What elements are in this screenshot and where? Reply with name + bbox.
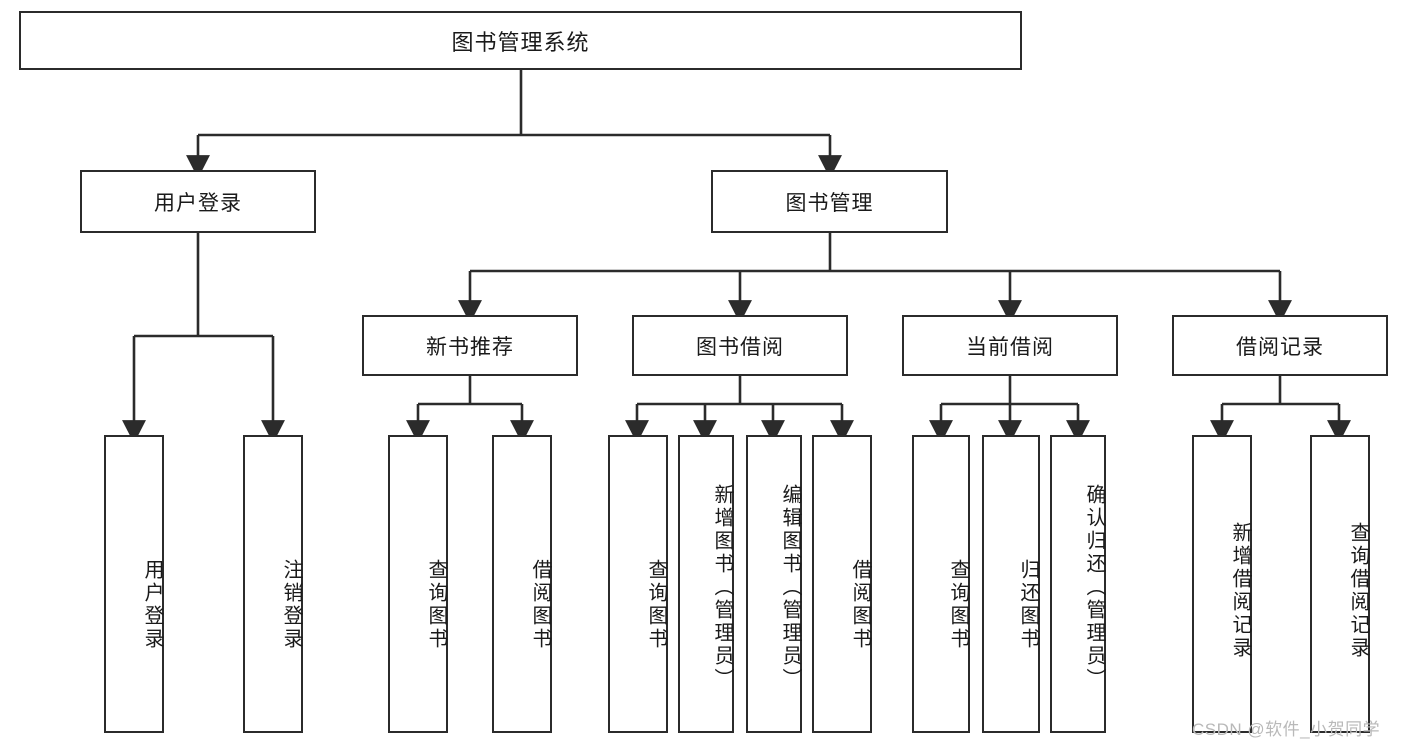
node-label: 查询图书 xyxy=(645,559,667,651)
node-book-borrow[interactable]: 图书借阅 xyxy=(632,315,848,376)
node-label: 当前借阅 xyxy=(966,335,1054,359)
node-label: 编辑图书（管理员） xyxy=(779,483,801,691)
node-current-borrow[interactable]: 当前借阅 xyxy=(902,315,1118,376)
node-label: 借阅记录 xyxy=(1236,335,1324,359)
node-book-management[interactable]: 图书管理 xyxy=(711,170,948,233)
leaf-user-login[interactable]: 用户登录 xyxy=(104,435,164,733)
node-borrow-record[interactable]: 借阅记录 xyxy=(1172,315,1388,376)
node-label: 确认归还（管理员） xyxy=(1083,483,1105,691)
node-label: 借阅图书 xyxy=(529,559,551,651)
node-label: 用户登录 xyxy=(141,559,163,651)
leaf-confirm-return-admin[interactable]: 确认归还（管理员） xyxy=(1050,435,1106,733)
leaf-borrow-book-recommend[interactable]: 借阅图书 xyxy=(492,435,552,733)
leaf-borrow-book[interactable]: 借阅图书 xyxy=(812,435,872,733)
node-label: 查询图书 xyxy=(425,559,447,651)
node-label: 用户登录 xyxy=(154,191,242,215)
leaf-return-book[interactable]: 归还图书 xyxy=(982,435,1040,733)
node-label: 归还图书 xyxy=(1017,559,1039,651)
watermark-csdn: CSDN @软件_小贺同学 xyxy=(1192,720,1381,739)
node-label: 图书借阅 xyxy=(696,335,784,359)
node-label: 新增借阅记录 xyxy=(1229,522,1251,660)
node-label: 查询借阅记录 xyxy=(1347,522,1369,660)
node-label: 图书管理系统 xyxy=(451,29,590,55)
leaf-query-book-borrow[interactable]: 查询图书 xyxy=(608,435,668,733)
leaf-query-borrow-record[interactable]: 查询借阅记录 xyxy=(1310,435,1370,733)
node-label: 注销登录 xyxy=(280,559,302,651)
leaf-add-borrow-record[interactable]: 新增借阅记录 xyxy=(1192,435,1252,733)
leaf-edit-book-admin[interactable]: 编辑图书（管理员） xyxy=(746,435,802,733)
leaf-query-book-current[interactable]: 查询图书 xyxy=(912,435,970,733)
leaf-logout-login[interactable]: 注销登录 xyxy=(243,435,303,733)
node-new-book-recommend[interactable]: 新书推荐 xyxy=(362,315,578,376)
node-label: 图书管理 xyxy=(785,191,874,215)
leaf-add-book-admin[interactable]: 新增图书（管理员） xyxy=(678,435,734,733)
node-label: 新书推荐 xyxy=(426,335,514,359)
node-root-book-management-system[interactable]: 图书管理系统 xyxy=(19,11,1022,70)
node-label: 查询图书 xyxy=(947,559,969,651)
node-label: 借阅图书 xyxy=(849,559,871,651)
leaf-query-book-recommend[interactable]: 查询图书 xyxy=(388,435,448,733)
node-label: 新增图书（管理员） xyxy=(711,483,733,691)
node-user-login[interactable]: 用户登录 xyxy=(80,170,316,233)
